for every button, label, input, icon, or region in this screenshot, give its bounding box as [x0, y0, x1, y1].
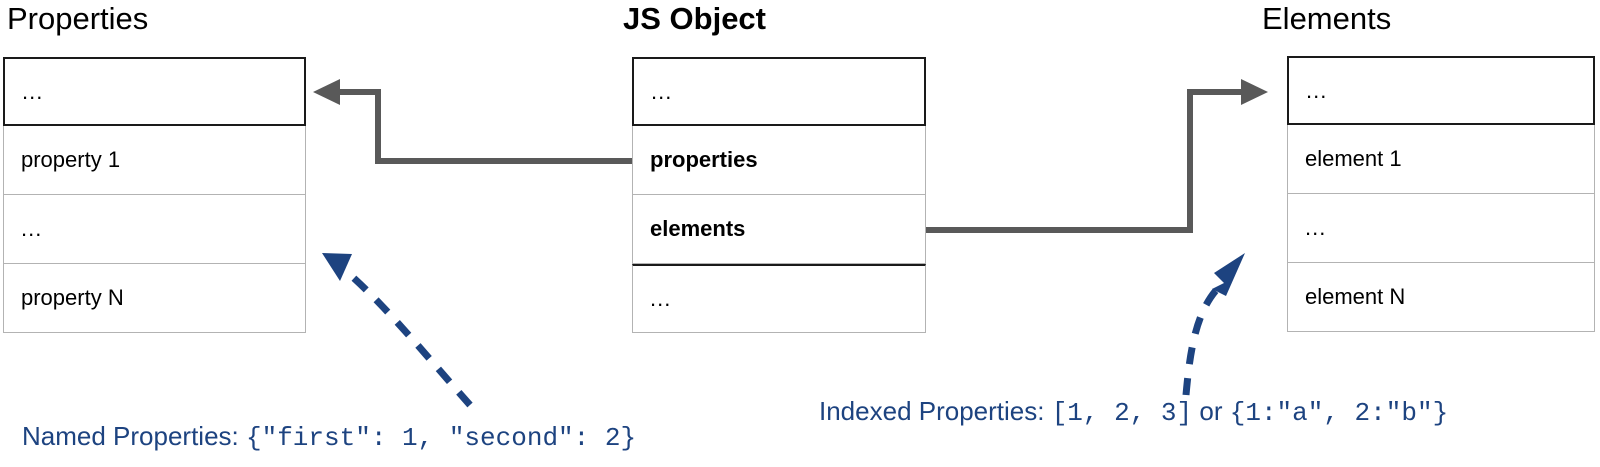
jsobject-column-title: JS Object: [623, 1, 766, 36]
indexed-properties-label: Indexed Properties:: [819, 396, 1045, 426]
indexed-properties-code-object: {1:"a", 2:"b"}: [1229, 398, 1449, 428]
elements-table: ... element 1 ... element N: [1287, 56, 1595, 332]
table-row: element N: [1287, 263, 1595, 332]
named-properties-code: {"first": 1, "second": 2}: [246, 423, 637, 453]
table-row-elements: elements: [632, 195, 926, 264]
table-row: ...: [1287, 56, 1595, 125]
indexed-properties-code-array: [1, 2, 3]: [1051, 398, 1193, 428]
properties-column-title: Properties: [7, 1, 149, 36]
named-properties-annotation-arrow: [322, 253, 473, 408]
table-row: element 1: [1287, 125, 1595, 194]
table-row-properties: properties: [632, 126, 926, 195]
indexed-properties-caption: Indexed Properties: [1, 2, 3] or {1:"a",…: [819, 396, 1448, 428]
elements-connector-arrow: [926, 79, 1268, 233]
table-row: ...: [632, 57, 926, 126]
indexed-properties-annotation-arrow: [1182, 253, 1245, 396]
properties-table: ... property 1 ... property N: [3, 57, 306, 333]
table-row: property 1: [3, 126, 306, 195]
properties-connector-arrow: [313, 79, 632, 164]
jsobject-table: ... properties elements ...: [632, 57, 926, 333]
table-row: ...: [1287, 194, 1595, 263]
table-row: ...: [632, 264, 926, 333]
table-row: ...: [3, 195, 306, 264]
indexed-properties-or: or: [1199, 396, 1223, 426]
table-row: property N: [3, 264, 306, 333]
named-properties-caption: Named Properties: {"first": 1, "second":…: [22, 421, 636, 453]
elements-column-title: Elements: [1262, 1, 1392, 36]
table-row: ...: [3, 57, 306, 126]
named-properties-label: Named Properties:: [22, 421, 239, 451]
